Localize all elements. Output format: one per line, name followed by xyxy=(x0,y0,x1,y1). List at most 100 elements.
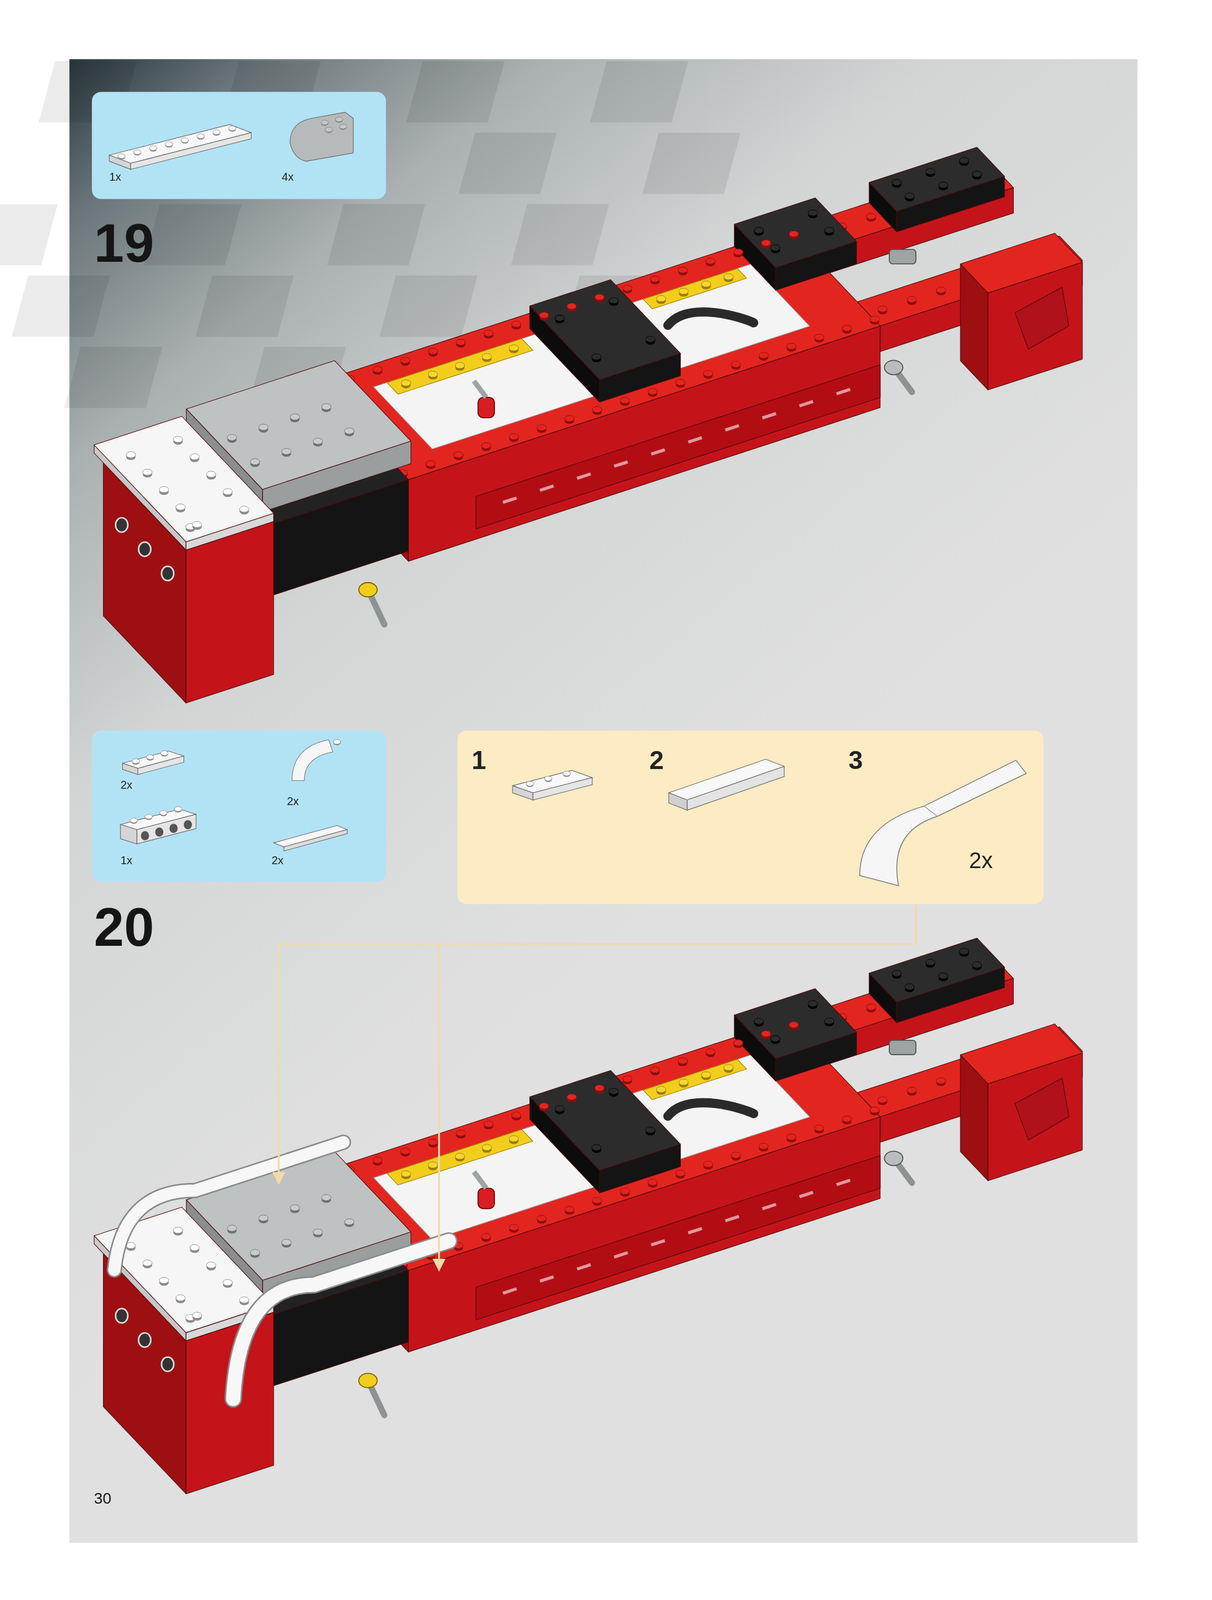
shock-part xyxy=(478,1188,495,1210)
checker-square xyxy=(642,132,741,195)
checker-square xyxy=(406,61,505,123)
stud xyxy=(870,1107,880,1114)
stud xyxy=(428,348,439,355)
technic-brick-top xyxy=(120,809,196,830)
stud-base xyxy=(159,811,168,817)
yellow-plate xyxy=(643,268,747,310)
checker-square xyxy=(327,204,426,266)
technic-brick-side xyxy=(136,814,196,845)
stud xyxy=(239,1297,249,1304)
stud xyxy=(878,1097,888,1104)
decal-mark xyxy=(650,448,666,456)
rear-block-top xyxy=(960,233,1082,293)
stud xyxy=(678,266,688,274)
chassis-model xyxy=(94,938,1083,1495)
stud-base xyxy=(526,782,534,788)
stud xyxy=(400,1148,411,1155)
rear-black-brick-top xyxy=(869,938,1005,1003)
axle-hub xyxy=(884,360,903,375)
stud xyxy=(789,230,799,238)
tile-part xyxy=(273,825,348,848)
checker-square xyxy=(379,275,478,337)
stud xyxy=(174,807,182,812)
stud-base xyxy=(132,760,140,765)
stud xyxy=(212,130,221,135)
stud xyxy=(126,1242,136,1250)
stud xyxy=(622,284,632,292)
decal-mark xyxy=(502,496,518,505)
stud xyxy=(133,149,141,155)
white-plate-top xyxy=(94,416,274,543)
stud xyxy=(206,1262,217,1269)
stud xyxy=(456,1130,466,1137)
stud xyxy=(841,325,852,332)
stud xyxy=(192,521,203,528)
stud-base xyxy=(335,118,343,123)
stud xyxy=(428,371,438,378)
decal-mark xyxy=(724,424,740,432)
fender-outline xyxy=(233,1241,449,1400)
front-block-side xyxy=(185,521,274,704)
stud xyxy=(808,210,818,217)
checker-square xyxy=(11,275,110,337)
panel-ground xyxy=(457,731,1044,905)
callout-number: 2 xyxy=(649,746,665,775)
stud xyxy=(592,1197,603,1205)
stud xyxy=(591,353,602,360)
callout-number: 3 xyxy=(848,746,864,775)
stud xyxy=(290,413,300,421)
curved-slope-part xyxy=(290,112,354,162)
part-count: 2x xyxy=(969,848,993,873)
stud-base xyxy=(339,125,347,130)
stud xyxy=(972,171,982,178)
stud xyxy=(481,1233,492,1241)
stud xyxy=(555,1106,565,1113)
shock-rod xyxy=(474,1172,487,1189)
stud xyxy=(905,193,915,200)
stud xyxy=(678,288,689,295)
stud xyxy=(892,179,902,186)
decal-mark xyxy=(502,1288,518,1296)
stud xyxy=(227,1225,238,1232)
stud xyxy=(321,403,332,411)
black-brick-top xyxy=(529,1070,681,1171)
stud xyxy=(483,1121,494,1128)
stud-base xyxy=(160,751,168,757)
stud xyxy=(173,436,184,443)
technic-connector xyxy=(889,1040,916,1055)
stud xyxy=(509,1135,519,1143)
stud xyxy=(656,295,667,302)
stud xyxy=(344,428,355,435)
page-number: 30 xyxy=(94,1491,112,1508)
stud xyxy=(160,750,168,756)
step-number: 20 xyxy=(94,900,155,955)
stud xyxy=(173,1227,184,1234)
stud xyxy=(925,959,936,966)
checker-square xyxy=(458,132,557,195)
stud xyxy=(197,134,205,139)
black-hose xyxy=(667,312,754,326)
callout-number: 1 xyxy=(471,746,487,775)
stud xyxy=(228,126,236,131)
stud xyxy=(808,1000,818,1007)
stud-base xyxy=(212,131,221,136)
stud xyxy=(866,1004,876,1011)
stud-base xyxy=(146,756,154,761)
stud xyxy=(645,1127,656,1134)
stud xyxy=(866,213,876,220)
stud xyxy=(206,471,217,478)
panel-ground xyxy=(91,91,386,199)
stud xyxy=(400,1170,411,1178)
stud xyxy=(455,1153,465,1160)
stud xyxy=(620,397,630,404)
stud xyxy=(731,361,741,368)
stud xyxy=(786,343,797,350)
stud xyxy=(705,1049,716,1056)
stud xyxy=(117,153,126,159)
stud xyxy=(372,366,383,373)
plate-1x3-end xyxy=(122,763,138,775)
checker-square xyxy=(510,204,609,266)
stud xyxy=(428,1139,439,1146)
black-hose xyxy=(667,1103,754,1117)
